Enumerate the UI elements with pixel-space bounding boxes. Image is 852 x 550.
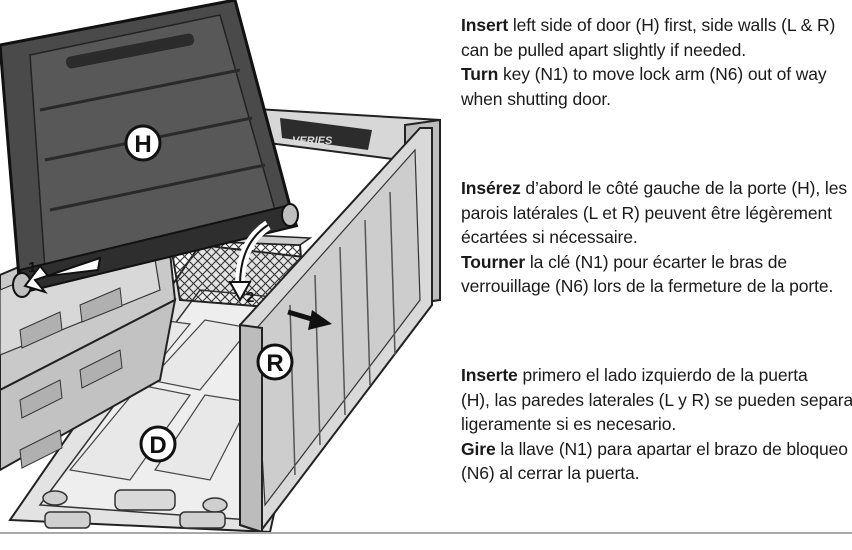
- step-arrow-1: 1: [23, 256, 102, 294]
- step-arrow-1-label: 1: [28, 259, 36, 276]
- callout-right-wall-label: R: [266, 350, 283, 377]
- english-step2-keyword: Turn: [461, 64, 499, 85]
- bottom-divider: [0, 532, 852, 534]
- spanish-step1-line2: (H), las paredes laterales (L y R) se pu…: [461, 389, 852, 410]
- french-step1-line1: d’abord le côté gauche de la porte (H), …: [520, 178, 847, 198]
- spanish-step2-keyword: Gire: [461, 438, 496, 459]
- french-step2-line2: verrouillage (N6) lors de la fermeture d…: [461, 276, 834, 297]
- spanish-step1-line1: primero el lado izquierdo de la puerta: [517, 365, 808, 385]
- callout-door: H: [124, 124, 162, 162]
- callout-floor-label: D: [149, 432, 166, 459]
- step-arrow-2: 2: [228, 220, 271, 306]
- english-step2-line1: key (N1) to move lock arm (N6) out of wa…: [498, 64, 827, 85]
- french-step1-line2: parois latérales (L et R) peuvent être l…: [461, 202, 832, 223]
- step-arrow-2-label: 2: [246, 289, 254, 306]
- instructions-column: Insert left side of door (H) first, side…: [461, 13, 852, 533]
- box-brand-text: VERIES: [292, 135, 333, 147]
- spanish-step1-keyword: Inserte: [461, 365, 518, 385]
- box-right-wall: [239, 127, 433, 532]
- callout-floor: D: [139, 425, 177, 463]
- instructions-french: Insérez d’abord le côté gauche de la por…: [461, 176, 852, 299]
- french-step2-line1: la clé (N1) pour écarter le bras de: [525, 251, 788, 272]
- french-step2-keyword: Tourner: [461, 251, 526, 272]
- spanish-step2-line2: (N6) al cerrar la puerta.: [461, 463, 640, 484]
- callout-right-wall: R: [256, 343, 294, 381]
- french-step1-keyword: Insérez: [461, 178, 521, 198]
- english-step1-keyword: Insert: [461, 15, 509, 35]
- spanish-step1-line3: ligeramente si es necesario.: [461, 414, 677, 435]
- callout-door-label: H: [134, 131, 151, 158]
- english-step2-line2: when shutting door.: [461, 88, 611, 109]
- spanish-step2-line1: la llave (N1) para apartar el brazo de b…: [495, 438, 848, 459]
- english-step1-line2: can be pulled apart slightly if needed.: [461, 39, 747, 60]
- assembly-illustration: VERIES: [0, 0, 441, 532]
- pull-apart-arrow: [287, 309, 332, 330]
- instructions-spanish: Inserte primero el lado izquierdo de la …: [461, 363, 852, 486]
- instructions-english: Insert left side of door (H) first, side…: [461, 13, 852, 111]
- french-step1-line3: écartées si nécessaire.: [461, 227, 638, 248]
- english-step1-line1: left side of door (H) first, side walls …: [508, 15, 836, 35]
